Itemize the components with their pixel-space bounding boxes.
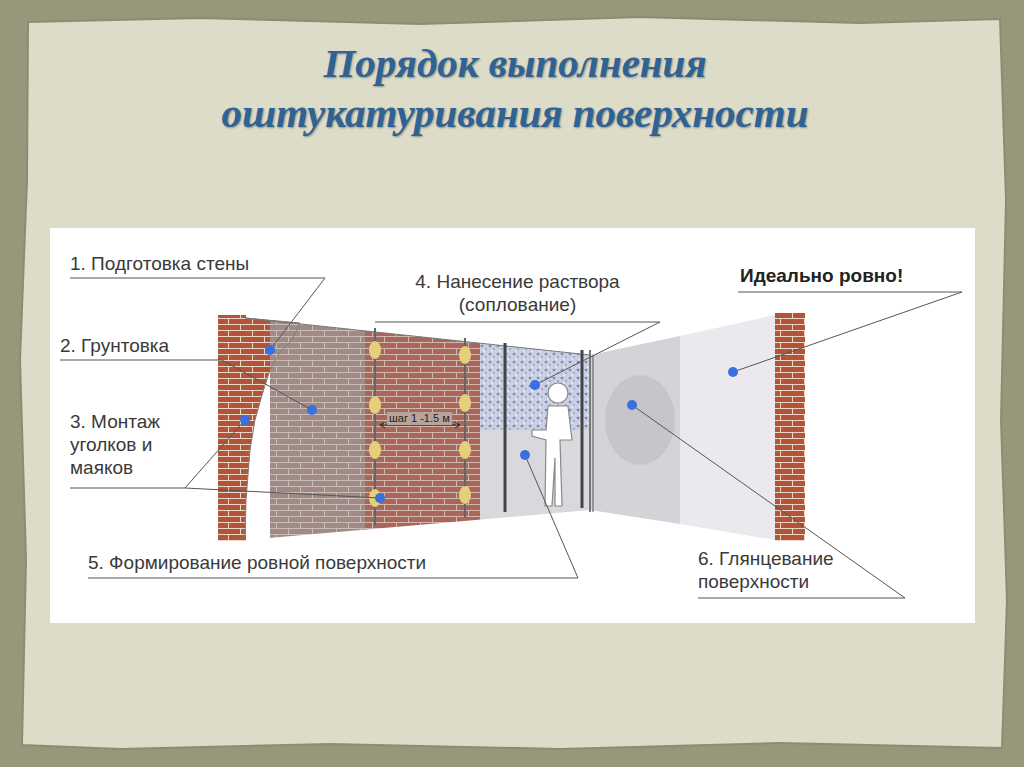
step-label: 4. Нанесение раствора (сопловaние) bbox=[370, 270, 665, 316]
brick-edge bbox=[218, 315, 246, 541]
white-panel bbox=[50, 228, 975, 623]
smooth-wall bbox=[680, 315, 775, 540]
sprayed-mortar bbox=[480, 300, 590, 430]
slide-title: Порядок выполнения оштукатуривания повер… bbox=[150, 38, 880, 138]
wet-patch bbox=[605, 375, 675, 465]
broken-plaster bbox=[245, 318, 300, 540]
wall-corner bbox=[589, 350, 591, 512]
leader-lines bbox=[60, 278, 962, 598]
dimension-label: шаг 1 -1.5 м bbox=[387, 412, 452, 425]
step-label: 6. Глянцевание поверхности bbox=[698, 547, 908, 593]
step-label: 2. Грунтовка bbox=[60, 334, 169, 357]
worker-figure bbox=[532, 383, 572, 506]
step-label: 3. Монтаж уголков и маяков bbox=[70, 410, 220, 479]
callout-dots bbox=[240, 345, 738, 503]
result-label: Идеально ровно! bbox=[740, 264, 903, 287]
wall-edge bbox=[245, 318, 590, 355]
brick-edge bbox=[775, 313, 805, 541]
step-label: 5. Формирование ровной поверхности bbox=[88, 551, 426, 574]
levelled-mortar bbox=[480, 430, 590, 550]
step-label: 1. Подготовка стены bbox=[70, 252, 249, 275]
parchment bbox=[20, 17, 1007, 749]
beacons bbox=[369, 328, 582, 525]
primed-bricks bbox=[270, 300, 365, 550]
